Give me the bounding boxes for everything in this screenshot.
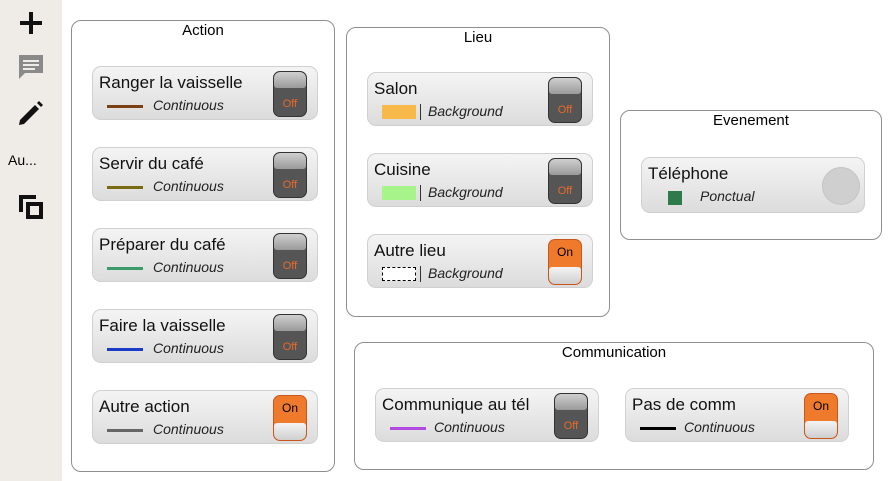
- comment-icon[interactable]: [12, 48, 50, 86]
- item-label: Faire la vaisselle: [99, 316, 226, 335]
- group-lieu: Lieu Salon Background Off Cuisine Backgr…: [346, 27, 610, 317]
- group-evenement: Evenement Téléphone Ponctual: [620, 110, 882, 240]
- group-title: Action: [182, 22, 224, 39]
- toggle-switch[interactable]: Off: [273, 71, 307, 117]
- layers-icon[interactable]: [12, 188, 50, 226]
- color-swatch: [382, 105, 416, 119]
- toggle-state: On: [556, 245, 573, 259]
- separator: [420, 266, 421, 282]
- color-swatch: [390, 427, 426, 430]
- toggle-switch[interactable]: Off: [273, 152, 307, 198]
- color-swatch: [640, 427, 676, 430]
- item-faire-la-vaisselle[interactable]: Faire la vaisselle Continuous Off: [92, 309, 318, 363]
- color-swatch: [382, 186, 416, 200]
- toggle-state: Off: [282, 341, 298, 353]
- item-label: Pas de comm: [632, 395, 736, 414]
- color-swatch: [107, 267, 143, 270]
- item-type: Continuous: [153, 259, 224, 275]
- group-communication: Communication Communique au tél Continuo…: [354, 342, 874, 470]
- item-communique-au-tel[interactable]: Communique au tél Continuous Off: [375, 388, 599, 442]
- toggle-switch[interactable]: Off: [273, 233, 307, 279]
- item-label: Cuisine: [374, 160, 431, 179]
- item-autre-action[interactable]: Autre action Continuous On: [92, 390, 318, 444]
- group-title: Communication: [561, 344, 667, 361]
- item-label: Préparer du café: [99, 235, 226, 254]
- toggle-state: Off: [282, 98, 298, 110]
- item-type: Continuous: [153, 97, 224, 113]
- item-type: Continuous: [153, 421, 224, 437]
- item-label: Téléphone: [648, 164, 729, 183]
- sidebar-label[interactable]: Au...: [8, 152, 37, 168]
- item-pas-de-comm[interactable]: Pas de comm Continuous On: [625, 388, 849, 442]
- toggle-switch[interactable]: On: [273, 395, 307, 441]
- color-swatch: [382, 267, 416, 281]
- pencil-icon[interactable]: [12, 94, 50, 132]
- separator: [420, 185, 421, 201]
- item-type: Continuous: [434, 419, 505, 435]
- plus-icon[interactable]: [12, 4, 50, 42]
- item-label: Servir du café: [99, 154, 204, 173]
- toggle-switch[interactable]: On: [548, 239, 582, 285]
- group-title: Evenement: [713, 112, 789, 129]
- group-title: Lieu: [463, 29, 493, 46]
- item-label: Ranger la vaisselle: [99, 73, 243, 92]
- color-swatch: [107, 348, 143, 351]
- toggle-switch[interactable]: Off: [548, 77, 582, 123]
- item-servir-du-cafe[interactable]: Servir du café Continuous Off: [92, 147, 318, 201]
- toggle-switch[interactable]: Off: [548, 158, 582, 204]
- item-preparer-du-cafe[interactable]: Préparer du café Continuous Off: [92, 228, 318, 282]
- color-swatch: [668, 191, 682, 205]
- item-type: Ponctual: [700, 188, 755, 204]
- item-label: Communique au tél: [382, 395, 530, 414]
- sidebar: Au...: [0, 0, 62, 481]
- trigger-button[interactable]: [822, 167, 860, 205]
- item-autre-lieu[interactable]: Autre lieu Background On: [367, 234, 593, 288]
- item-ranger-la-vaisselle[interactable]: Ranger la vaisselle Continuous Off: [92, 66, 318, 120]
- item-salon[interactable]: Salon Background Off: [367, 72, 593, 126]
- separator: [420, 104, 421, 120]
- color-swatch: [107, 429, 143, 432]
- toggle-switch[interactable]: On: [804, 393, 838, 439]
- toggle-state: Off: [557, 104, 573, 116]
- item-type: Background: [428, 184, 503, 200]
- toggle-switch[interactable]: Off: [554, 393, 588, 439]
- color-swatch: [107, 186, 143, 189]
- toggle-state: Off: [282, 179, 298, 191]
- item-telephone[interactable]: Téléphone Ponctual: [641, 157, 865, 213]
- toggle-switch[interactable]: Off: [273, 314, 307, 360]
- toggle-state: Off: [557, 185, 573, 197]
- color-swatch: [107, 105, 143, 108]
- item-type: Continuous: [153, 340, 224, 356]
- toggle-state: On: [281, 401, 298, 415]
- item-type: Background: [428, 265, 503, 281]
- toggle-state: On: [812, 399, 829, 413]
- item-label: Autre action: [99, 397, 190, 416]
- item-type: Background: [428, 103, 503, 119]
- item-cuisine[interactable]: Cuisine Background Off: [367, 153, 593, 207]
- item-label: Salon: [374, 79, 418, 98]
- item-type: Continuous: [153, 178, 224, 194]
- group-action: Action Ranger la vaisselle Continuous Of…: [71, 20, 335, 472]
- toggle-state: Off: [563, 420, 579, 432]
- item-type: Continuous: [684, 419, 755, 435]
- item-label: Autre lieu: [374, 241, 446, 260]
- toggle-state: Off: [282, 260, 298, 272]
